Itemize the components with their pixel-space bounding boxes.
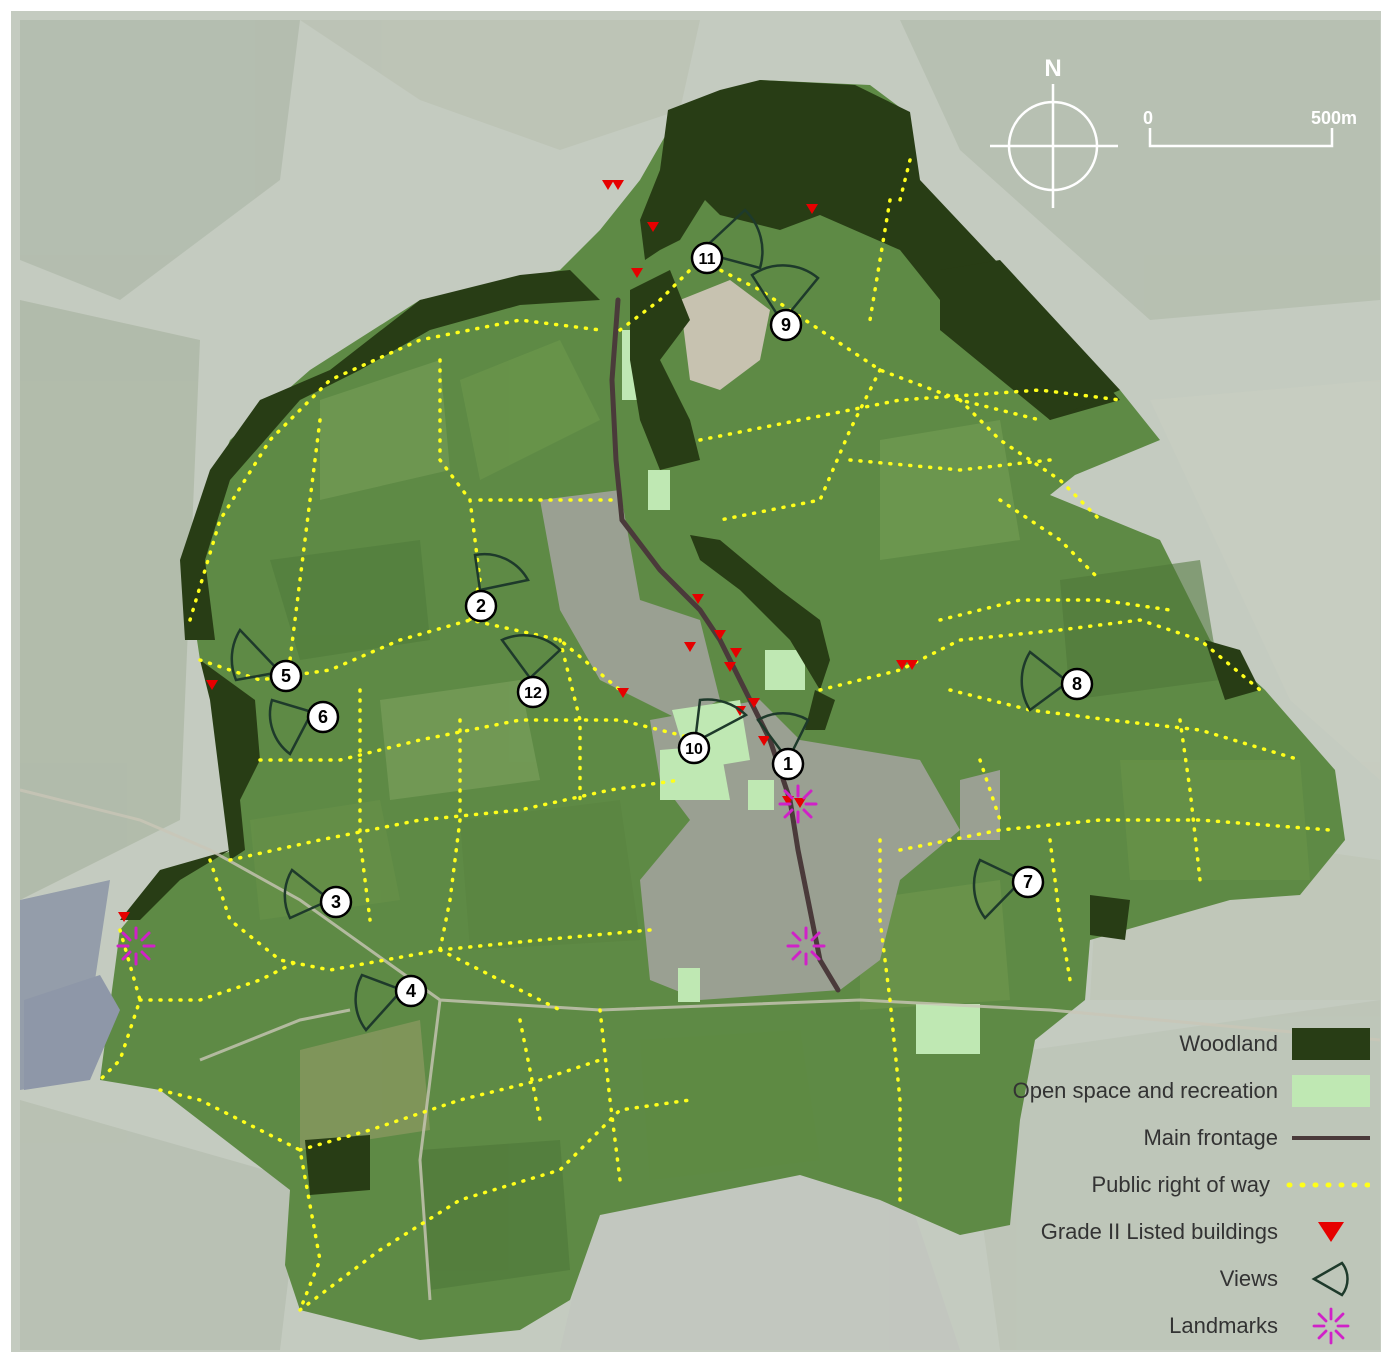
legend-item-main-frontage: Main frontage bbox=[950, 1114, 1370, 1161]
viewpoint-3: 3 bbox=[319, 885, 353, 919]
woodland-areas bbox=[120, 80, 1260, 1195]
north-arrow: N bbox=[990, 55, 1118, 208]
open-space-swatch bbox=[1292, 1074, 1370, 1107]
listed-building-marker bbox=[118, 912, 130, 922]
svg-text:5: 5 bbox=[281, 666, 291, 686]
red-triangle-icon bbox=[1318, 1221, 1344, 1242]
listed-building-marker bbox=[806, 204, 818, 214]
legend-label: Landmarks bbox=[1169, 1312, 1278, 1338]
viewpoint-markers: 1 2 3 4 5 6 7 8 9 10 11 12 bbox=[269, 241, 1094, 1008]
listed-building-marker bbox=[692, 594, 704, 604]
view-cone bbox=[473, 552, 530, 592]
listed-building-marker bbox=[906, 660, 918, 670]
viewpoint-10: 10 bbox=[677, 731, 711, 765]
landmark-burst bbox=[116, 926, 156, 966]
legend-item-landmarks: Landmarks bbox=[950, 1302, 1370, 1349]
listed-building-marker bbox=[794, 798, 806, 808]
view-cone bbox=[230, 627, 283, 682]
view-cones bbox=[230, 208, 1071, 1032]
listed-building-marker bbox=[617, 688, 629, 698]
listed-building-marker bbox=[612, 180, 624, 190]
view-cone bbox=[354, 973, 405, 1032]
legend-item-woodland: Woodland bbox=[950, 1020, 1370, 1067]
svg-text:9: 9 bbox=[781, 315, 791, 335]
viewpoint-7: 7 bbox=[1011, 865, 1045, 899]
svg-text:12: 12 bbox=[524, 685, 542, 702]
reservoir bbox=[24, 975, 120, 1090]
viewpoint-9: 9 bbox=[769, 308, 803, 342]
svg-text:1: 1 bbox=[783, 754, 793, 774]
listed-building-marker bbox=[631, 268, 643, 278]
view-cone bbox=[268, 698, 314, 756]
svg-text:2: 2 bbox=[476, 596, 486, 616]
listed-building-marker bbox=[748, 698, 760, 708]
compass-north-label: N bbox=[1044, 55, 1061, 82]
scale-bar-end-label: 500m bbox=[1311, 108, 1357, 128]
svg-text:6: 6 bbox=[318, 707, 328, 727]
legend-item-listed-buildings: Grade II Listed buildings bbox=[950, 1208, 1370, 1255]
scale-bar: 0 500m bbox=[1143, 108, 1357, 148]
view-cone bbox=[756, 712, 810, 763]
viewpoint-1: 1 bbox=[771, 747, 805, 781]
view-cone bbox=[972, 858, 1025, 920]
svg-text:4: 4 bbox=[406, 981, 416, 1001]
legend-label: Grade II Listed buildings bbox=[1040, 1218, 1278, 1244]
listed-building-marker bbox=[730, 648, 742, 658]
legend-label: Views bbox=[1219, 1265, 1278, 1291]
public-rights-of-way bbox=[98, 158, 1332, 1312]
legend-item-open-space: Open space and recreation bbox=[950, 1067, 1370, 1114]
listed-building-marker bbox=[647, 222, 659, 232]
listed-building-marker bbox=[602, 180, 614, 190]
viewpoint-8: 8 bbox=[1060, 667, 1094, 701]
legend-label: Public right of way bbox=[1091, 1171, 1270, 1197]
view-cone bbox=[1020, 650, 1071, 712]
scale-bar-start-label: 0 bbox=[1143, 108, 1153, 128]
viewpoint-12: 12 bbox=[516, 675, 550, 709]
view-cone bbox=[697, 208, 764, 270]
legend-item-views: Views bbox=[950, 1255, 1370, 1302]
listed-building-marker bbox=[724, 662, 736, 672]
listed-building-marker bbox=[896, 660, 908, 670]
legend-item-public-right-of-way: Public right of way bbox=[950, 1161, 1370, 1208]
svg-text:3: 3 bbox=[331, 892, 341, 912]
landmarks bbox=[116, 784, 826, 966]
viewpoint-4: 4 bbox=[394, 974, 428, 1008]
view-cone bbox=[693, 698, 749, 745]
viewpoint-2: 2 bbox=[464, 589, 498, 623]
svg-text:8: 8 bbox=[1072, 674, 1082, 694]
main-frontage-swatch bbox=[1292, 1122, 1370, 1154]
landmark-burst-icon bbox=[1312, 1307, 1350, 1344]
view-cone bbox=[750, 264, 820, 325]
svg-text:7: 7 bbox=[1023, 872, 1033, 892]
view-cone bbox=[500, 634, 562, 680]
map-legend: Woodland Open space and recreation Main … bbox=[950, 1020, 1370, 1349]
landmark-burst bbox=[778, 784, 818, 824]
viewpoint-11: 11 bbox=[690, 241, 724, 275]
viewpoint-5: 5 bbox=[269, 659, 303, 693]
listed-building-marker bbox=[684, 642, 696, 652]
legend-label: Main frontage bbox=[1143, 1124, 1278, 1150]
landmark-burst bbox=[786, 926, 826, 966]
svg-text:11: 11 bbox=[699, 251, 716, 268]
listed-building-marker bbox=[758, 736, 770, 746]
legend-label: Open space and recreation bbox=[1012, 1077, 1278, 1103]
listed-buildings bbox=[118, 180, 918, 922]
view-cone bbox=[283, 868, 333, 920]
viewpoint-6: 6 bbox=[306, 700, 340, 734]
svg-text:10: 10 bbox=[685, 741, 703, 758]
listed-building-marker bbox=[714, 630, 726, 640]
roads bbox=[19, 788, 1381, 1301]
woodland-swatch bbox=[1292, 1027, 1370, 1060]
listed-building-marker bbox=[206, 680, 218, 690]
dotted-line-icon bbox=[1286, 1182, 1370, 1187]
open-space-areas bbox=[622, 330, 980, 1054]
quarry bbox=[680, 280, 770, 390]
view-cone-icon bbox=[1311, 1260, 1349, 1297]
legend-label: Woodland bbox=[1179, 1030, 1278, 1056]
